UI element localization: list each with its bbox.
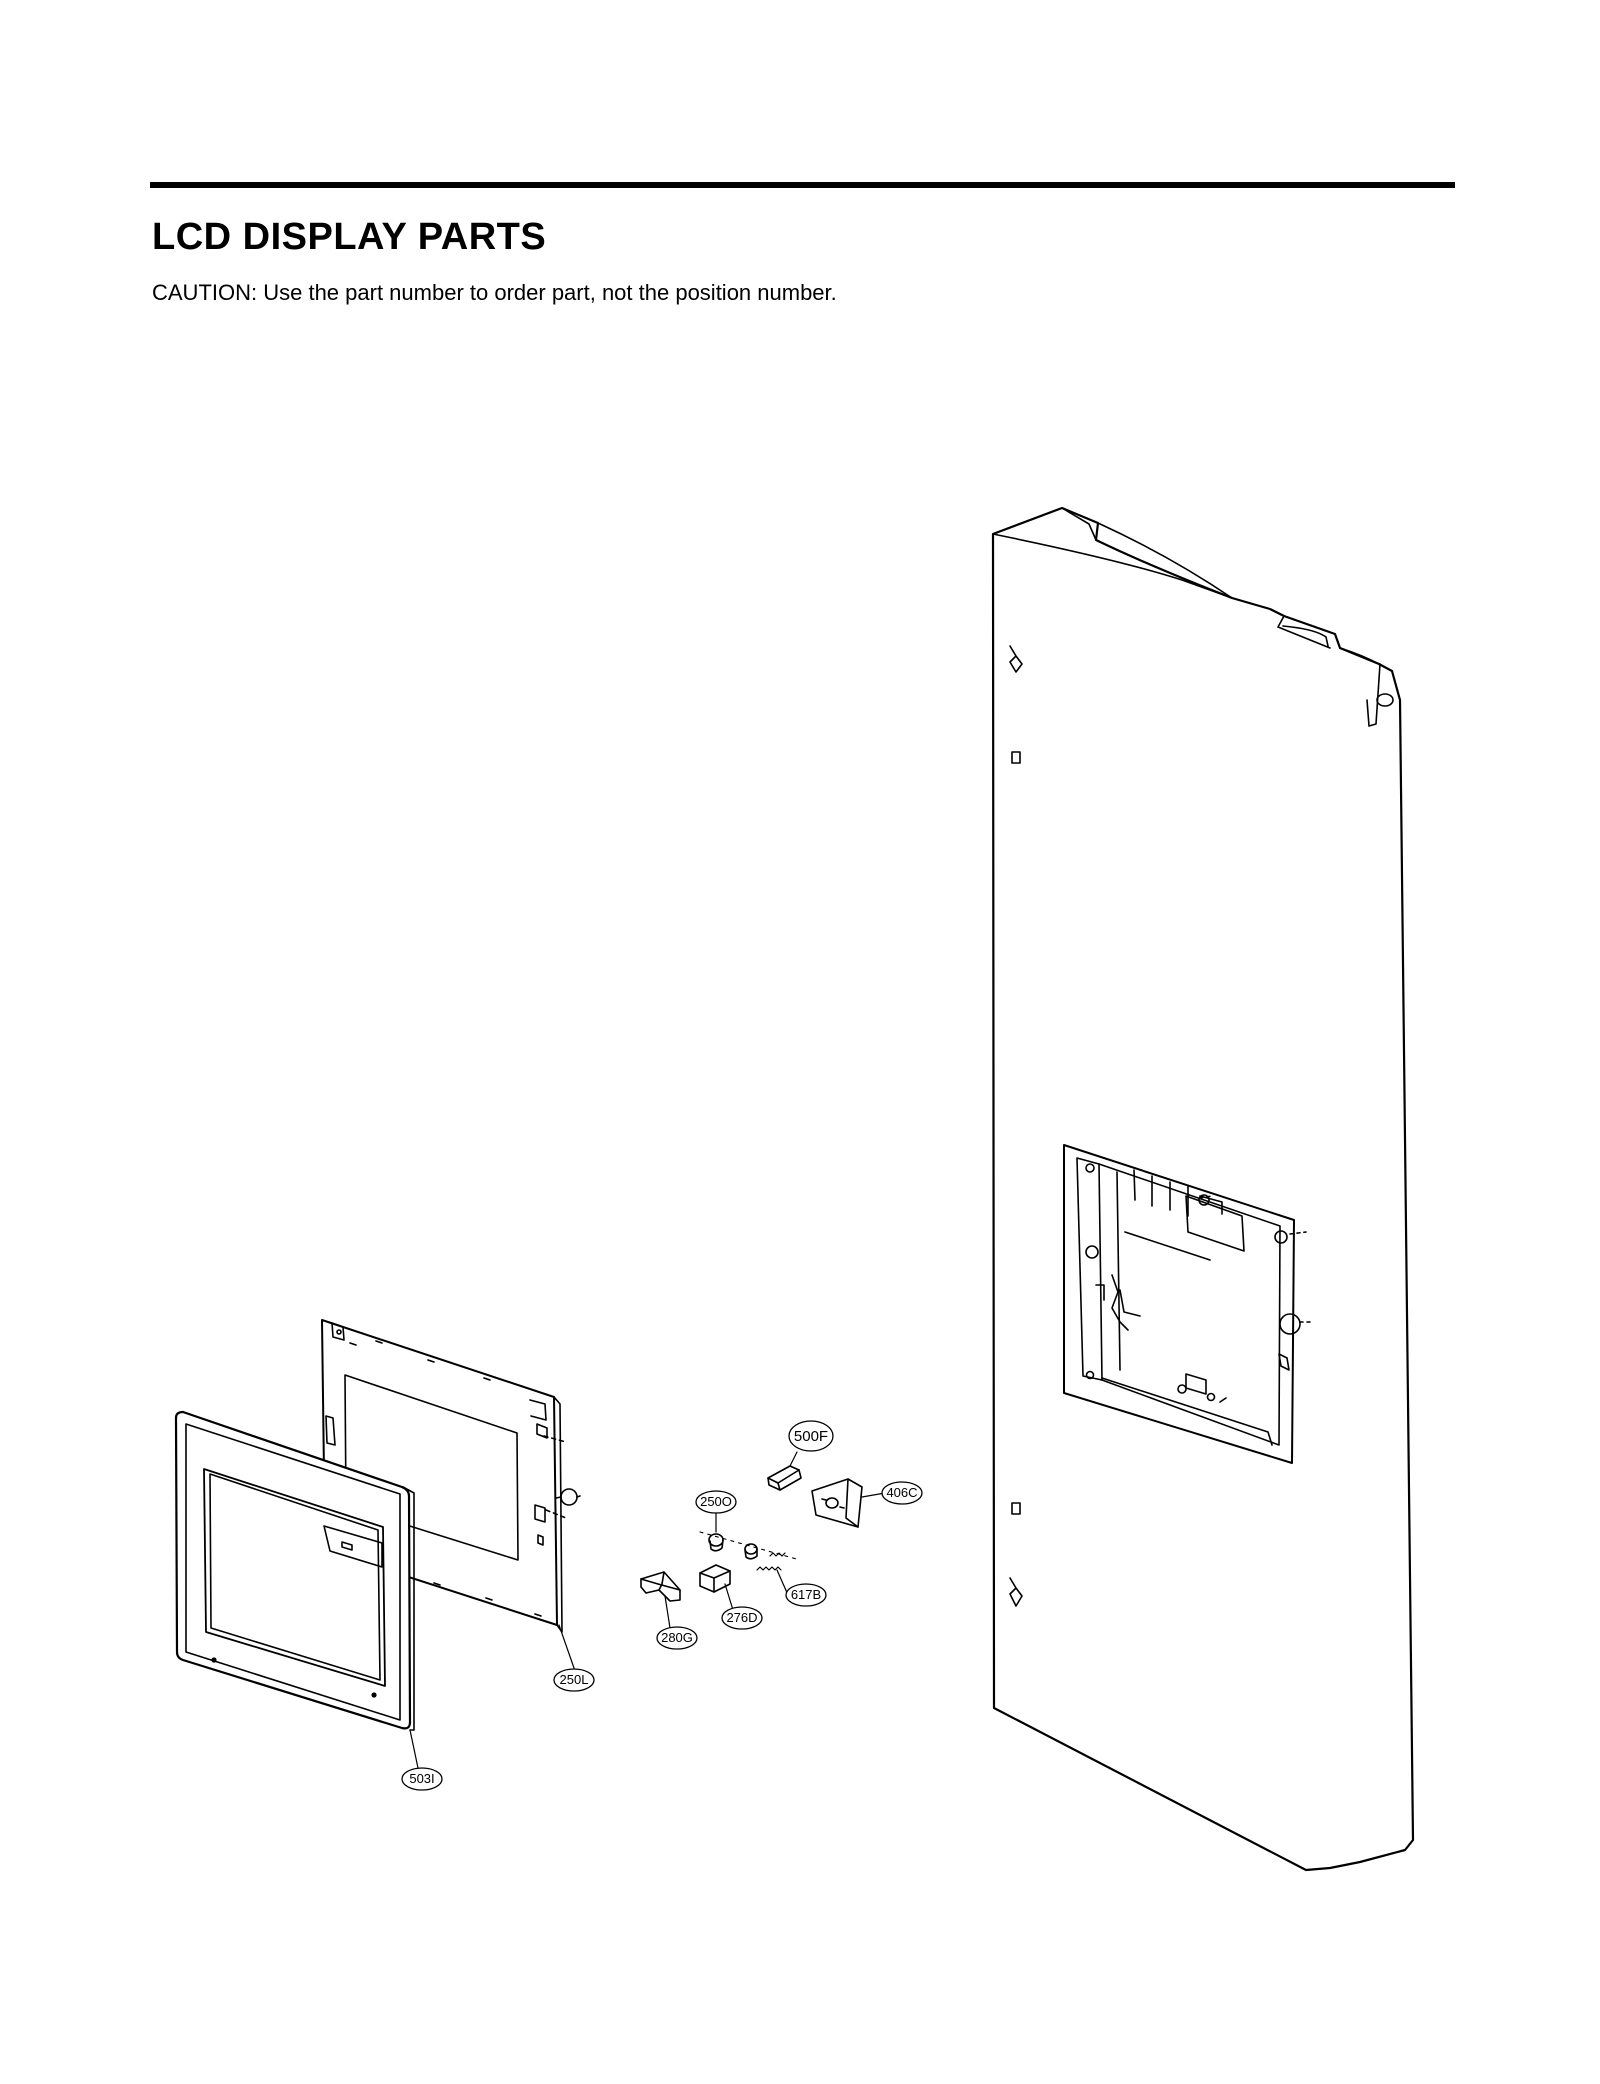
part-406C-switch	[811, 1478, 863, 1528]
svg-text:276D: 276D	[726, 1610, 757, 1625]
part-500F-connector	[767, 1465, 802, 1491]
callout-503I: 503I	[401, 1767, 443, 1791]
callout-280G: 280G	[656, 1626, 698, 1650]
callout-617B: 617B	[785, 1583, 827, 1607]
svg-text:250O: 250O	[700, 1494, 732, 1509]
svg-text:503I: 503I	[409, 1771, 434, 1786]
callout-250O: 250O	[695, 1490, 737, 1514]
header-rule	[150, 182, 1455, 188]
callout-276D: 276D	[721, 1606, 763, 1630]
svg-text:406C: 406C	[886, 1485, 917, 1500]
callout-406C: 406C	[881, 1481, 923, 1505]
callout-500F: 500F	[788, 1420, 834, 1452]
caution-note: CAUTION: Use the part number to order pa…	[152, 280, 837, 305]
page-title: LCD DISPLAY PARTS	[152, 216, 547, 258]
callout-250L: 250L	[553, 1668, 595, 1692]
svg-text:250L: 250L	[560, 1672, 589, 1687]
lcd-display-panel	[174, 1410, 415, 1731]
part-276D-bracket	[699, 1543, 758, 1593]
svg-text:617B: 617B	[791, 1587, 821, 1602]
part-250O-cap	[708, 1533, 724, 1552]
leader-lines	[409, 1451, 886, 1769]
door-lcd-recess	[1063, 1144, 1311, 1464]
svg-text:500F: 500F	[794, 1428, 828, 1445]
door-panel	[991, 506, 1415, 1872]
svg-text:280G: 280G	[661, 1630, 693, 1645]
part-280G-lever	[640, 1571, 681, 1602]
part-617B-spring	[756, 1552, 786, 1571]
